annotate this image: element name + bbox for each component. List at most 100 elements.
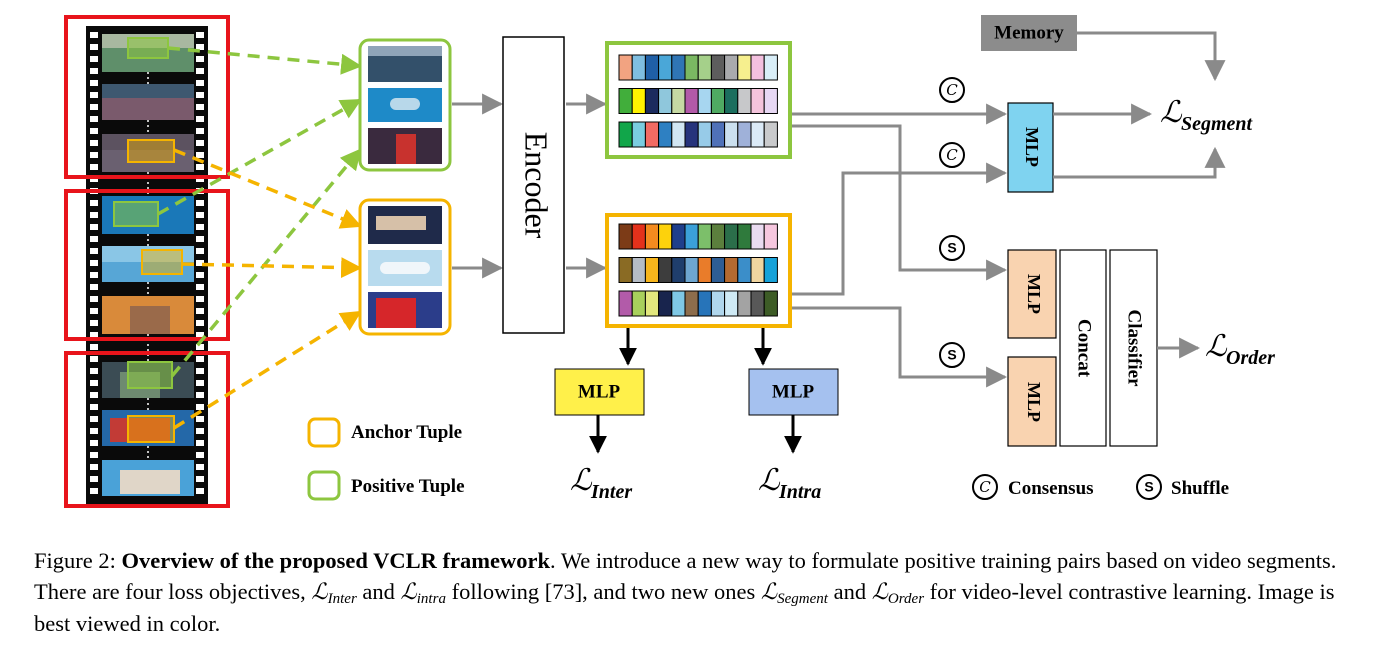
sprocket-hole xyxy=(90,80,98,86)
sprocket-hole xyxy=(196,356,204,362)
feature-cell xyxy=(763,54,778,81)
feature-cell xyxy=(658,290,673,317)
sprocket-hole xyxy=(90,308,98,314)
order-mlp-2: MLP xyxy=(1007,356,1057,447)
sprocket-hole xyxy=(196,464,204,470)
feature-cell xyxy=(737,257,752,283)
feature-cell xyxy=(724,121,739,148)
feature-cell xyxy=(684,121,699,148)
feature-cell xyxy=(737,223,752,250)
crop-box-orange-3 xyxy=(127,415,175,443)
feature-cell xyxy=(671,54,686,81)
svg-text:Inter: Inter xyxy=(590,481,632,503)
feature-cell xyxy=(671,290,686,317)
svg-text:C: C xyxy=(979,478,991,496)
sprocket-hole xyxy=(90,296,98,302)
feature-cell xyxy=(631,54,646,81)
feature-cell xyxy=(618,290,633,317)
sprocket-hole xyxy=(196,200,204,206)
sprocket-hole xyxy=(90,488,98,494)
sprocket-hole xyxy=(90,368,98,374)
feature-cell xyxy=(763,88,778,114)
svg-text:S: S xyxy=(947,347,956,363)
svg-text:Intra: Intra xyxy=(778,481,821,503)
shuffle-symbol-1: S xyxy=(939,235,965,261)
sprocket-hole xyxy=(90,200,98,206)
svg-text:MLP: MLP xyxy=(1024,274,1044,314)
sprocket-hole xyxy=(90,272,98,278)
sprocket-hole xyxy=(90,332,98,338)
sprocket-hole xyxy=(196,152,204,158)
sprocket-hole xyxy=(90,284,98,290)
svg-text:C: C xyxy=(946,81,958,99)
svg-text:Segment: Segment xyxy=(1181,113,1254,135)
segment-box-3 xyxy=(64,351,230,508)
anchor-feature-grid xyxy=(605,213,792,328)
sprocket-hole xyxy=(90,56,98,62)
vclr-framework-diagram: Encoder Memory C C S S xyxy=(64,15,1275,508)
sprocket-hole xyxy=(90,128,98,134)
sprocket-hole xyxy=(196,104,204,110)
feature-cell xyxy=(763,223,778,250)
feature-cell xyxy=(658,88,673,114)
sprocket-hole xyxy=(196,440,204,446)
sprocket-hole xyxy=(90,464,98,470)
feature-cell xyxy=(671,257,686,283)
feature-cell xyxy=(697,54,712,81)
dashed-connectors xyxy=(157,46,363,430)
feature-cell xyxy=(724,290,739,317)
feature-cell xyxy=(644,257,660,283)
shuffle-symbol-2: S xyxy=(939,342,965,368)
legend-anchor-tuple: Anchor Tuple xyxy=(307,417,462,448)
feature-cell xyxy=(697,290,712,317)
sprocket-hole xyxy=(196,320,204,326)
classifier-block: Classifier xyxy=(1109,249,1158,447)
legend-shuffle: S Shuffle xyxy=(1136,474,1229,500)
feature-cell xyxy=(724,257,739,283)
svg-text:MLP: MLP xyxy=(772,381,815,402)
feature-cell xyxy=(618,121,633,148)
feature-cell xyxy=(710,121,726,148)
svg-text:S: S xyxy=(1144,479,1153,495)
sprocket-hole xyxy=(196,272,204,278)
sprocket-hole xyxy=(196,332,204,338)
caption-text-2: following [73], and two new ones xyxy=(451,579,756,604)
sprocket-hole xyxy=(196,248,204,254)
crop-box-green-2 xyxy=(113,201,159,227)
sprocket-hole xyxy=(90,140,98,146)
segment-mlp: MLP xyxy=(1007,102,1054,193)
loss-order: ℒ Order xyxy=(1205,329,1275,369)
sprocket-hole xyxy=(90,416,98,422)
sprocket-hole xyxy=(90,248,98,254)
sprocket-hole xyxy=(196,452,204,458)
feature-cell xyxy=(631,88,646,114)
loss-segment: ℒ Segment xyxy=(1160,95,1254,135)
sprocket-hole xyxy=(90,428,98,434)
sprocket-hole xyxy=(196,404,204,410)
sprocket-hole xyxy=(196,212,204,218)
sprocket-hole xyxy=(196,68,204,74)
sprocket-hole xyxy=(90,152,98,158)
sprocket-hole xyxy=(196,92,204,98)
crop-box-orange-1 xyxy=(127,139,175,163)
sprocket-hole xyxy=(196,224,204,230)
feature-cell xyxy=(658,54,673,81)
feature-cell xyxy=(658,223,673,250)
svg-text:MLP: MLP xyxy=(1024,382,1044,422)
positive-feature-grid xyxy=(605,41,792,159)
order-mlp-1: MLP xyxy=(1007,249,1057,339)
svg-text:ℒ: ℒ xyxy=(1205,329,1228,364)
svg-text:Concat: Concat xyxy=(1074,319,1095,378)
feature-cell xyxy=(684,223,699,250)
legend-consensus: C Consensus xyxy=(972,474,1094,500)
feature-cell xyxy=(671,88,686,114)
feature-cell xyxy=(724,223,739,250)
caption-intra: intra xyxy=(416,591,446,607)
feature-cell xyxy=(737,54,752,81)
video-film-strip xyxy=(64,15,230,508)
memory-label: Memory xyxy=(994,22,1064,43)
caption-segment: Segment xyxy=(777,591,828,607)
encoder-block: Encoder xyxy=(502,36,565,334)
feature-cell xyxy=(710,54,726,81)
svg-text:S: S xyxy=(947,240,956,256)
